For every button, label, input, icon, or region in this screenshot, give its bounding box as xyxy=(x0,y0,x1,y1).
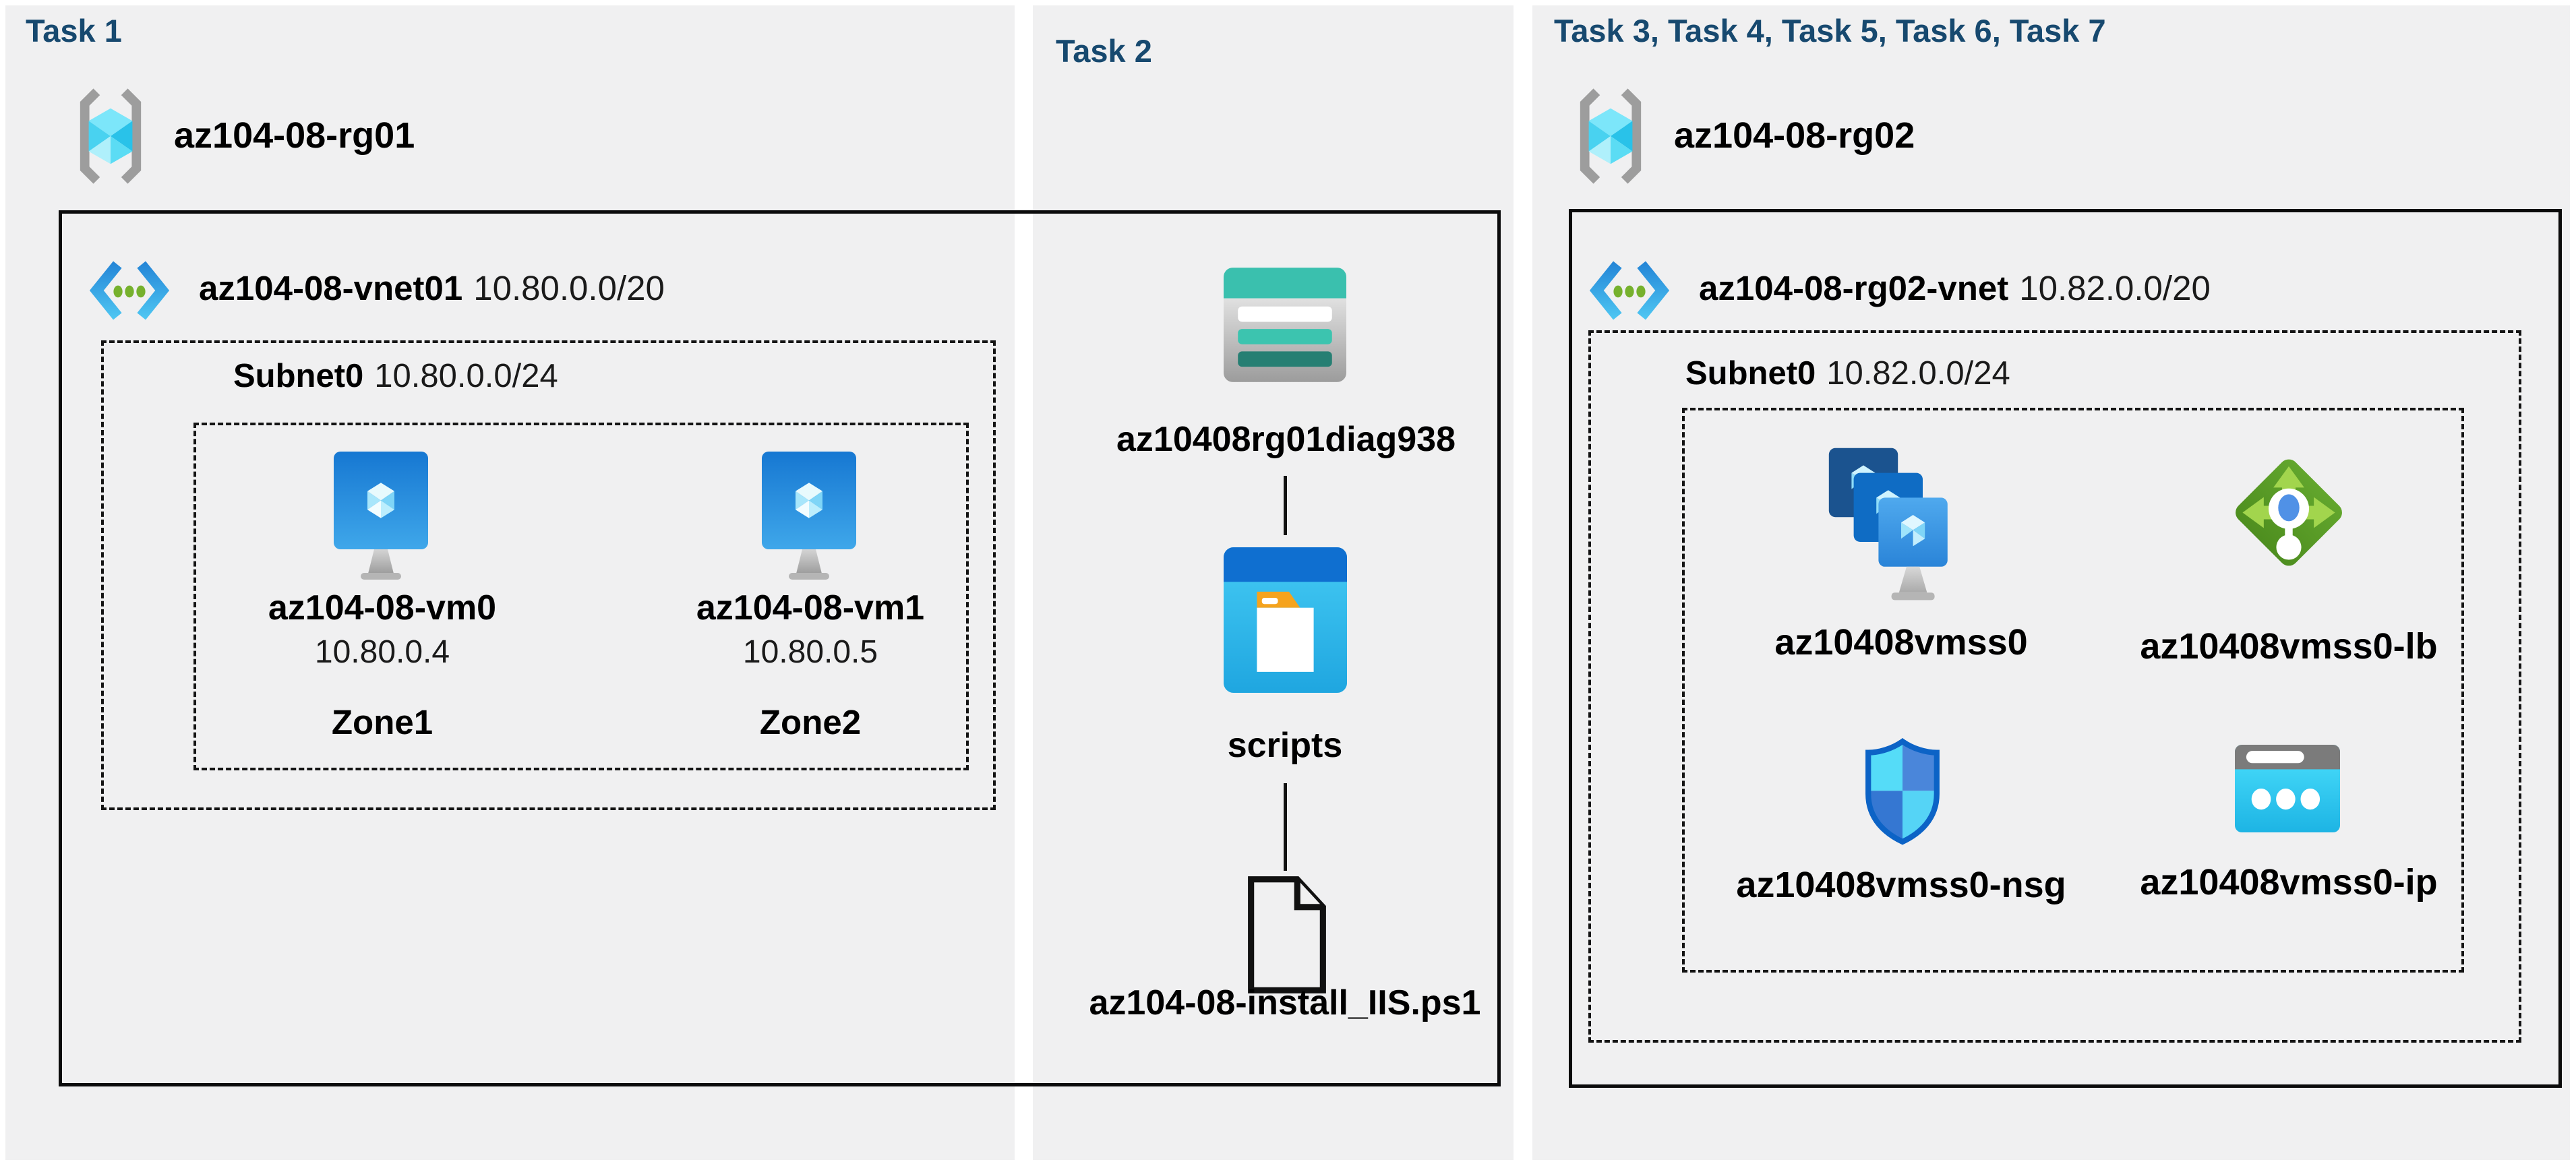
task1-panel xyxy=(5,5,1015,1160)
virtual-network-icon xyxy=(90,237,169,344)
task1-title: Task 1 xyxy=(26,13,122,49)
network-security-group-icon xyxy=(1859,737,1946,847)
subnet-name: Subnet0 xyxy=(233,358,364,394)
vnet-cidr: 10.82.0.0/20 xyxy=(2019,269,2211,307)
vm0-ip: 10.80.0.4 xyxy=(314,634,450,670)
vm0-zone: Zone1 xyxy=(331,703,433,741)
subnet-cidr: 10.80.0.0/24 xyxy=(374,358,558,394)
load-balancer-icon xyxy=(2221,443,2356,582)
task3-resource-group-name: az104-08-rg02 xyxy=(1674,115,1915,156)
public-ip-icon xyxy=(2235,745,2340,832)
task1-resource-group-name: az104-08-rg01 xyxy=(174,115,415,156)
task1-vnet-label: az104-08-vnet01 10.80.0.0/20 xyxy=(199,268,665,308)
storage-to-container-connector xyxy=(1284,476,1287,535)
task3-vnet-label: az104-08-rg02-vnet 10.82.0.0/20 xyxy=(1699,268,2211,308)
vm1-name: az104-08-vm1 xyxy=(696,588,925,627)
task3-panel xyxy=(1532,5,2570,1160)
task1-task2-vnet-boundary-box xyxy=(59,210,1501,1086)
vm0-name: az104-08-vm0 xyxy=(268,588,497,627)
resource-group-icon xyxy=(1574,85,1647,187)
resource-group-icon xyxy=(74,85,147,187)
task2-title: Task 2 xyxy=(1056,33,1152,69)
storage-account-icon xyxy=(1224,268,1346,382)
task3-title: Task 3, Task 4, Task 5, Task 6, Task 7 xyxy=(1554,13,2106,49)
task1-subnet-label: Subnet0 10.80.0.0/24 xyxy=(233,357,558,395)
container-to-file-connector xyxy=(1284,783,1287,871)
vm1-zone: Zone2 xyxy=(759,703,862,741)
container-name: scripts xyxy=(1227,726,1343,765)
virtual-network-icon xyxy=(1590,237,1669,344)
script-file-name: az104-08-install_IIS.ps1 xyxy=(1089,983,1481,1022)
document-file-icon xyxy=(1244,871,1330,998)
load-balancer-name: az10408vmss0-lb xyxy=(2140,626,2438,667)
task1-subnet-box xyxy=(101,340,996,810)
vnet-cidr: 10.80.0.0/20 xyxy=(473,269,665,307)
subnet-cidr: 10.82.0.0/24 xyxy=(1826,355,2010,392)
task1-availability-zone-box xyxy=(193,423,969,770)
task3-vnet-boundary-box xyxy=(1569,209,2562,1088)
virtual-machine-icon xyxy=(330,448,431,583)
public-ip-name: az10408vmss0-ip xyxy=(2140,862,2438,902)
nsg-name: az10408vmss0-nsg xyxy=(1736,865,2066,905)
storage-account-name: az10408rg01diag938 xyxy=(1116,420,1456,459)
vnet-name: az104-08-rg02-vnet xyxy=(1699,269,2009,307)
folder-window-icon xyxy=(1224,547,1347,693)
task3-subnet-label: Subnet0 10.82.0.0/24 xyxy=(1685,355,2010,392)
vm1-ip: 10.80.0.5 xyxy=(742,634,878,670)
subnet-name: Subnet0 xyxy=(1685,355,1816,392)
virtual-machine-icon xyxy=(758,448,860,583)
vnet-name: az104-08-vnet01 xyxy=(199,269,463,307)
vm-scale-set-icon xyxy=(1820,439,1960,601)
vmss-name: az10408vmss0 xyxy=(1774,622,2028,663)
task3-subnet-box xyxy=(1588,330,2521,1043)
task3-resources-box xyxy=(1682,408,2464,973)
